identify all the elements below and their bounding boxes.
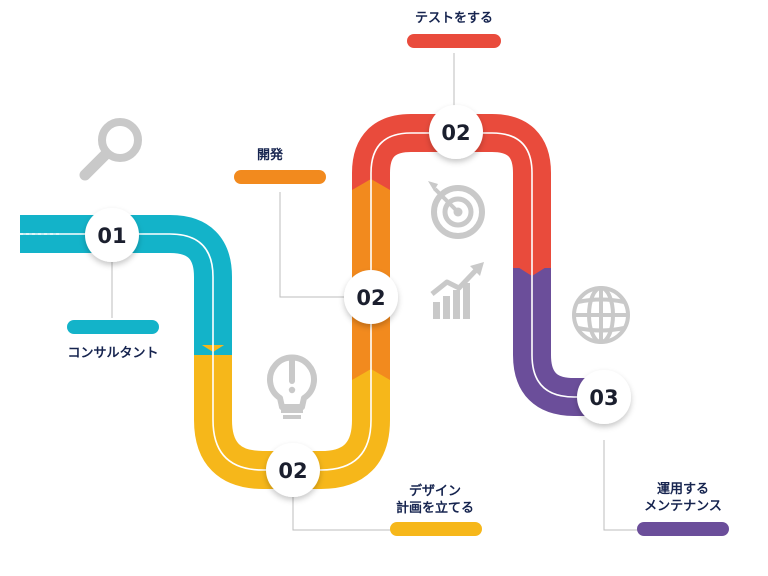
stage-label-test: テストをする xyxy=(414,11,493,26)
leader-line-design xyxy=(292,485,390,531)
node-number-operate: 03 xyxy=(589,386,618,410)
node-develop xyxy=(344,270,398,324)
leader-line-develop xyxy=(279,192,345,298)
pill-test xyxy=(407,34,501,48)
node-number-test: 02 xyxy=(441,121,470,145)
leader-line-operate xyxy=(603,440,637,531)
node-design xyxy=(266,443,320,497)
pill-operate xyxy=(637,522,729,536)
stage-label-operate: 運用する メンテナンス xyxy=(628,481,738,515)
stage-label-develop: 開発 xyxy=(256,148,283,163)
globe-icon xyxy=(572,286,630,344)
node-number-consult: 01 xyxy=(97,224,126,248)
lightbulb-icon xyxy=(267,354,317,419)
stage-label-design-line2: 計画を立てる xyxy=(395,501,474,516)
road-centre-line xyxy=(20,132,712,471)
target-icon xyxy=(428,181,485,239)
pill-develop xyxy=(234,170,326,184)
stage-label-design-line1: デザイン xyxy=(408,484,461,499)
search-icon xyxy=(79,118,142,181)
transition-chevron-consult xyxy=(194,340,232,355)
growth-chart-icon xyxy=(430,262,484,319)
stage-label-operate-line2: メンテナンス xyxy=(644,499,722,514)
pill-design xyxy=(390,522,482,536)
node-consult xyxy=(85,208,139,262)
stage-label-consult: コンサルタント xyxy=(67,346,159,361)
node-number-design: 02 xyxy=(278,459,307,483)
pill-consult xyxy=(67,320,159,334)
stage-label-operate-line1: 運用する xyxy=(656,482,709,497)
node-test xyxy=(429,105,483,159)
node-operate xyxy=(577,370,631,424)
stage-label-design: デザイン 計画を立てる xyxy=(380,483,490,517)
node-number-develop: 02 xyxy=(356,286,385,310)
